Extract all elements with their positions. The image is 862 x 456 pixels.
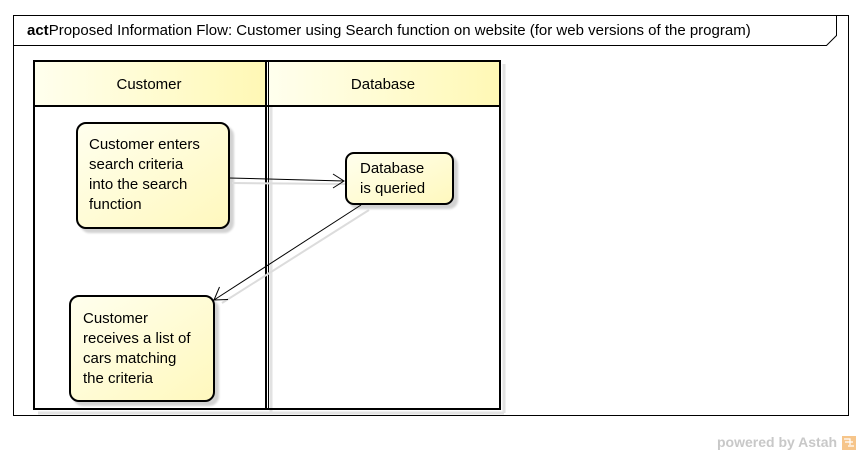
- powered-by-astah[interactable]: powered by Astah: [717, 434, 838, 450]
- lane-label-customer: Customer: [116, 76, 182, 93]
- lane-label-database: Database: [350, 76, 416, 93]
- action-node-receive-list[interactable]: [69, 295, 215, 402]
- action-node-database-queried[interactable]: [345, 152, 454, 205]
- frame-title-text: Proposed Information Flow: Customer usin…: [48, 22, 751, 39]
- lane-header-database: [268, 61, 500, 106]
- action-label-database-queried: Database is queried: [360, 160, 426, 197]
- control-flow-enter-to-query[interactable]: [228, 173, 345, 189]
- flow-shadow: [221, 182, 370, 304]
- swimlane-partition: [33, 60, 501, 410]
- astah-logo-icon: [842, 436, 856, 450]
- diagram-frame: [13, 15, 849, 416]
- action-node-enter-criteria[interactable]: [76, 122, 230, 229]
- control-flow-query-to-receive[interactable]: [213, 204, 362, 301]
- action-label-enter-criteria: Customer enters search criteria into the…: [89, 136, 200, 213]
- lane-header-customer: [34, 61, 266, 106]
- frame-title: actProposed Information Flow: Customer u…: [27, 22, 751, 39]
- action-label-receive-list: Customer receives a list of cars matchin…: [83, 310, 191, 387]
- frame-keyword: act: [27, 22, 49, 39]
- partition-shadow: [38, 64, 506, 415]
